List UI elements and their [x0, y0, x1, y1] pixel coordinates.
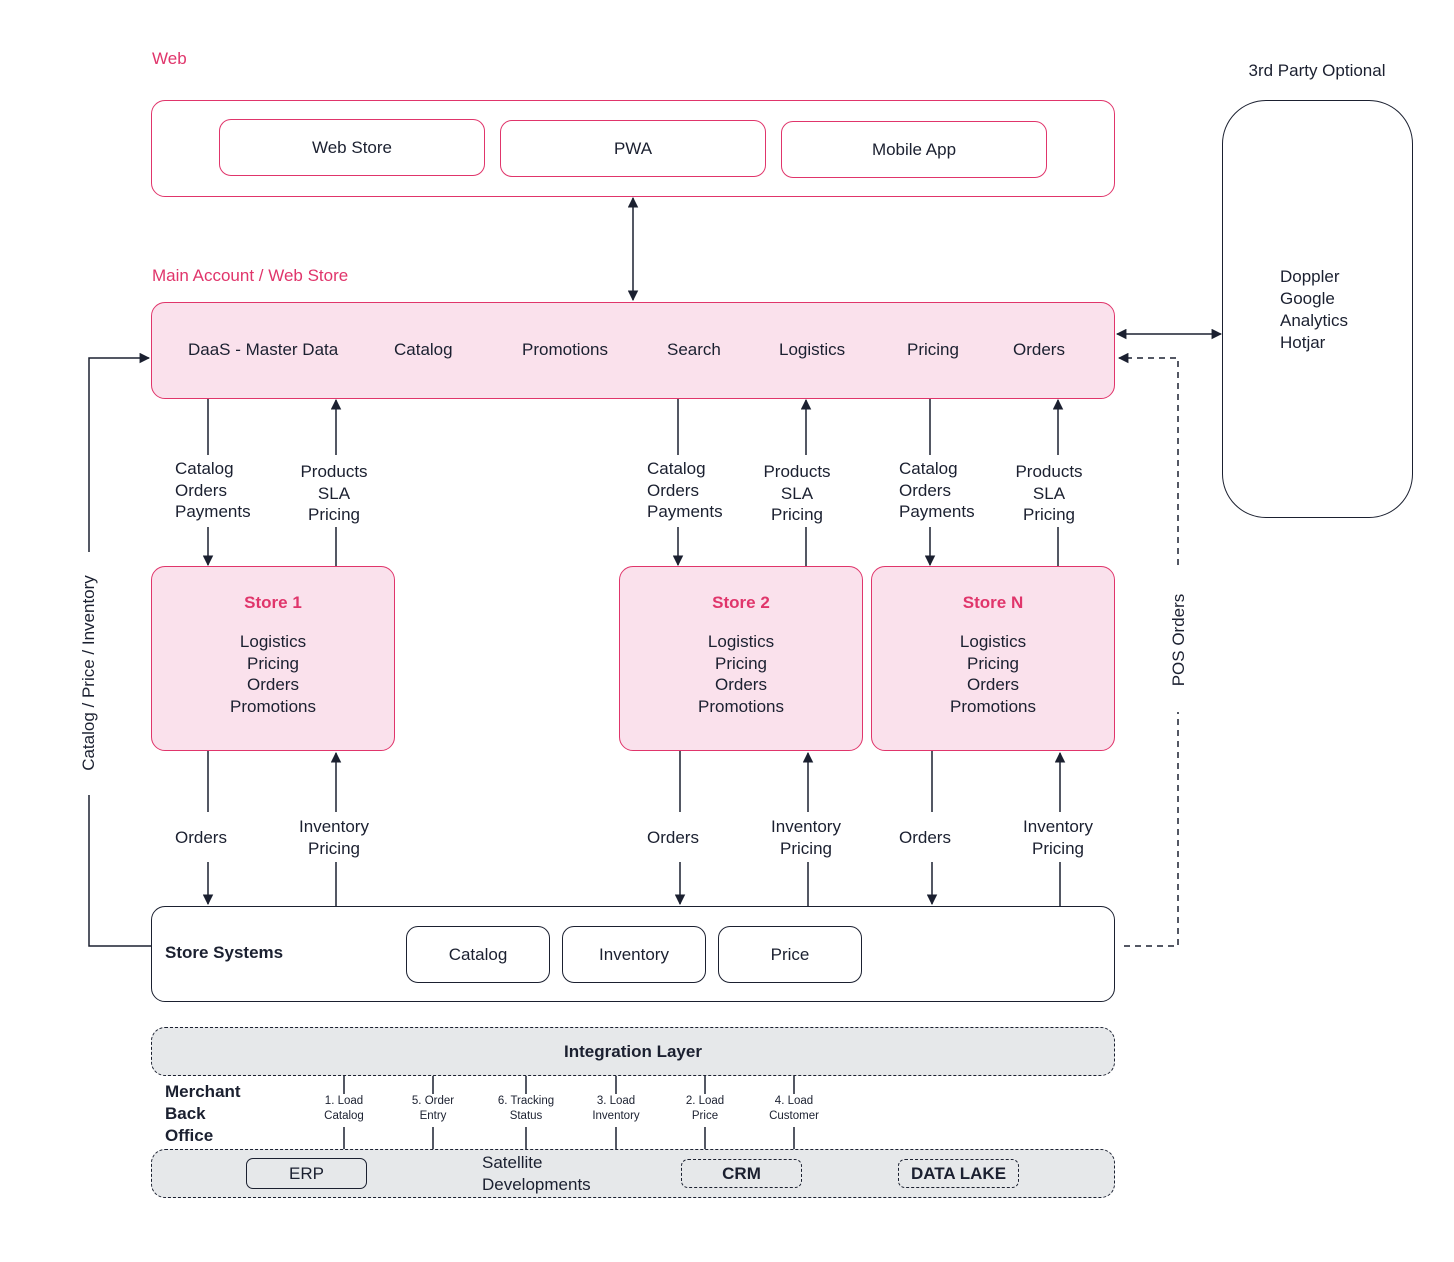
store-line: Pricing [967, 653, 1019, 673]
catalog-price-inventory-label: Catalog / Price / Inventory [79, 575, 98, 771]
module-daas: DaaS - Master Data [188, 340, 339, 359]
store-line: Logistics [707, 632, 775, 651]
crm-node: CRM [681, 1159, 802, 1188]
pos-orders-label: POS Orders [1169, 593, 1188, 687]
store-line: Orders [247, 675, 299, 694]
flow-label-orders-storeN: Orders [899, 828, 951, 847]
module-logistics: Logistics [779, 340, 846, 359]
satellite-developments-label: Satellite Developments [482, 1153, 591, 1194]
store-line: Orders [967, 675, 1019, 694]
store-line: Pricing [247, 653, 299, 673]
store-title: Store N [962, 593, 1024, 612]
mobile-app-node: Mobile App [781, 121, 1047, 178]
third-party-node: Doppler Google Analytics Hotjar [1222, 100, 1413, 518]
third-party-item: Hotjar [1280, 333, 1326, 352]
store-title: Store 2 [712, 593, 770, 612]
module-pricing: Pricing [907, 340, 959, 359]
flow-label-orders-store2: Orders [647, 828, 699, 847]
store-systems-label: Store Systems [165, 943, 284, 962]
merchant-back-office-label: Merchant Back Office [165, 1082, 241, 1145]
module-orders: Orders [1013, 340, 1065, 359]
back-office-systems-node [151, 1149, 1115, 1198]
flow-label-orders-store1: Orders [175, 828, 227, 847]
third-party-item: Google [1280, 289, 1335, 308]
pwa-node: PWA [500, 120, 766, 177]
store-title: Store 1 [244, 593, 302, 612]
integration-layer-node: Integration Layer [151, 1027, 1115, 1076]
module-catalog: Catalog [394, 340, 453, 359]
store-line: Pricing [715, 653, 767, 673]
store-systems-price: Price [718, 926, 862, 983]
web-store-node: Web Store [219, 119, 485, 176]
store-line: Promotions [698, 696, 784, 716]
integration-layer-label: Integration Layer [564, 1041, 702, 1061]
store-2-node: Store 2 Logistics Pricing Orders Promoti… [619, 566, 863, 751]
store-line: Logistics [239, 632, 307, 651]
store-line: Promotions [230, 696, 316, 716]
store-systems-inventory: Inventory [562, 926, 706, 983]
store-line: Logistics [959, 632, 1027, 651]
store-line: Promotions [950, 696, 1036, 716]
third-party-label: 3rd Party Optional [1248, 61, 1386, 80]
erp-node: ERP [246, 1158, 367, 1189]
main-account-label: Main Account / Web Store [152, 266, 349, 285]
module-search: Search [667, 340, 721, 359]
store-line: Orders [715, 675, 767, 694]
third-party-item: Doppler [1280, 267, 1340, 286]
third-party-item: Analytics [1280, 311, 1349, 330]
web-section-label: Web [152, 49, 187, 68]
store-1-node: Store 1 Logistics Pricing Orders Promoti… [151, 566, 395, 751]
module-promotions: Promotions [522, 340, 608, 359]
store-systems-catalog: Catalog [406, 926, 550, 983]
store-n-node: Store N Logistics Pricing Orders Promoti… [871, 566, 1115, 751]
data-lake-node: DATA LAKE [898, 1159, 1019, 1188]
main-account-node [151, 302, 1115, 399]
